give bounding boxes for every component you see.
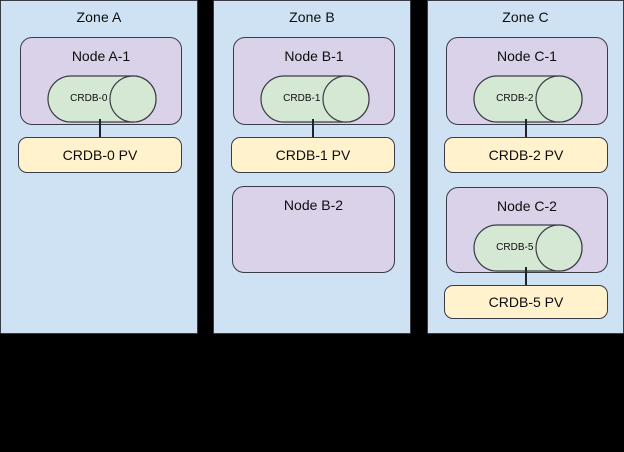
zone-title-a: Zone A bbox=[76, 9, 122, 25]
zone-title-c: Zone C bbox=[502, 9, 549, 25]
volume-label-crdb-1-pv: CRDB-1 PV bbox=[275, 147, 351, 163]
node-title-c-2: Node C-2 bbox=[497, 198, 557, 214]
node-container-b-2[interactable]: Node B-2 bbox=[232, 186, 395, 273]
database-cylinder-icon[interactable]: CRDB-0 bbox=[47, 75, 157, 123]
database-cylinder-icon[interactable]: CRDB-1 bbox=[260, 75, 370, 123]
volume-box-crdb-5-pv[interactable]: CRDB-5 PV bbox=[444, 285, 608, 319]
node-container-c-1[interactable]: Node C-1 CRDB-2 bbox=[446, 37, 608, 125]
zone-container-a[interactable]: Zone A Node A-1 CRDB-0 CRDB-0 PV bbox=[0, 0, 198, 334]
node-container-c-2[interactable]: Node C-2 CRDB-5 bbox=[446, 187, 608, 273]
database-cylinder-icon[interactable]: CRDB-2 bbox=[473, 75, 583, 123]
zone-title-b: Zone B bbox=[289, 9, 335, 25]
volume-label-crdb-0-pv: CRDB-0 PV bbox=[62, 147, 138, 163]
volume-box-crdb-1-pv[interactable]: CRDB-1 PV bbox=[231, 137, 395, 173]
volume-box-crdb-0-pv[interactable]: CRDB-0 PV bbox=[18, 137, 182, 173]
node-container-b-1[interactable]: Node B-1 CRDB-1 bbox=[233, 37, 395, 125]
connector-node-c-2-to-pv bbox=[525, 267, 527, 287]
node-container-a-1[interactable]: Node A-1 CRDB-0 bbox=[20, 37, 182, 125]
connector-node-b-1-to-pv bbox=[312, 119, 314, 139]
node-title-c-1: Node C-1 bbox=[497, 48, 557, 64]
node-title-b-1: Node B-1 bbox=[284, 48, 344, 64]
zone-container-b[interactable]: Zone B Node B-1 CRDB-1 CRDB-1 PV Node B-… bbox=[213, 0, 411, 334]
connector-node-a-1-to-pv bbox=[99, 119, 101, 139]
volume-label-crdb-2-pv: CRDB-2 PV bbox=[488, 147, 564, 163]
node-title-b-2: Node B-2 bbox=[283, 197, 344, 213]
database-cylinder-icon[interactable]: CRDB-5 bbox=[473, 224, 583, 272]
zone-container-c[interactable]: Zone C Node C-1 CRDB-2 CRDB-2 PV Node C-… bbox=[427, 0, 624, 334]
volume-box-crdb-2-pv[interactable]: CRDB-2 PV bbox=[444, 137, 608, 173]
node-title-a-1: Node A-1 bbox=[71, 48, 131, 64]
volume-label-crdb-5-pv: CRDB-5 PV bbox=[488, 294, 564, 310]
connector-node-c-1-to-pv bbox=[525, 119, 527, 139]
